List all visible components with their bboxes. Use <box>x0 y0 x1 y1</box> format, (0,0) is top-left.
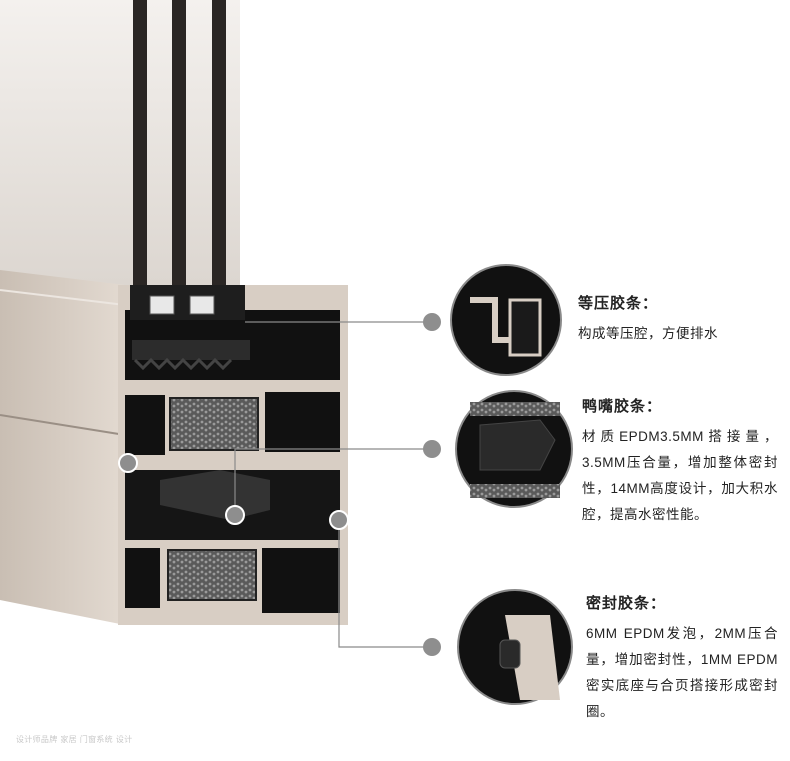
callout-title: 等压胶条： <box>578 295 659 312</box>
glass-pane-2 <box>172 0 186 300</box>
leader-line-3 <box>338 520 432 648</box>
chamber <box>265 392 340 452</box>
glass-bead <box>130 285 245 320</box>
chamber <box>125 548 160 608</box>
chamber <box>125 395 165 455</box>
callout-duckbill-gasket: 鸭嘴胶条： 材质EPDM3.5MM搭接量，3.5MM压合量，增加整体密封性，14… <box>582 395 778 528</box>
anchor-dot <box>225 505 245 525</box>
profile-left-face <box>0 270 125 625</box>
glass-panel <box>0 0 240 285</box>
zoom-circle-3 <box>457 589 573 705</box>
duck-gasket <box>160 470 270 520</box>
callout-description: 材质EPDM3.5MM搭接量，3.5MM压合量，增加整体密封性，14MM高度设计… <box>582 429 778 522</box>
zoom-circle-2 <box>455 390 573 508</box>
callout-dot-2 <box>423 440 441 458</box>
anchor-dot <box>118 453 138 473</box>
callout-title: 鸭嘴胶条： <box>582 398 663 415</box>
anchor-dot <box>329 510 349 530</box>
watermark: 设计师品牌 家居 门窗系统 设计 <box>16 735 133 744</box>
leader-line-2 <box>234 448 432 512</box>
callout-description: 构成等压腔，方便排水 <box>578 326 718 341</box>
callout-description: 6MM EPDM发泡，2MM压合量，增加密封性，1MM EPDM密实底座与合页搭… <box>586 626 778 719</box>
zoom-circle-1 <box>450 264 562 376</box>
chamber <box>262 548 340 613</box>
top-gasket <box>132 340 250 360</box>
thermal-strip-upper <box>169 397 259 451</box>
thermal-strip-lower <box>167 549 257 601</box>
callout-pressure-gasket: 等压胶条： 构成等压腔，方便排水 <box>578 292 778 347</box>
glass-pane-1 <box>133 0 147 300</box>
callout-seal-gasket: 密封胶条： 6MM EPDM发泡，2MM压合量，增加密封性，1MM EPDM密实… <box>586 592 778 725</box>
glass-pane-3 <box>212 0 226 300</box>
callout-dot-1 <box>423 313 441 331</box>
callout-dot-3 <box>423 638 441 656</box>
callout-title: 密封胶条： <box>586 595 667 612</box>
